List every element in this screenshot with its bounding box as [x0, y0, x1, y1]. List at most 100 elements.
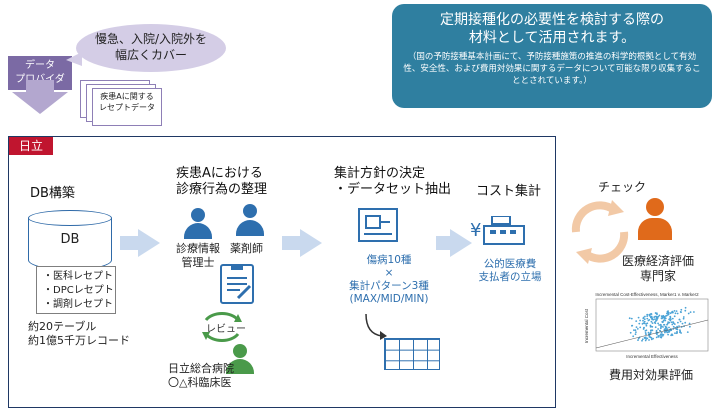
receipt-types-box: ・医科レセプト ・DPCレセプト ・調剤レセプト	[36, 266, 116, 314]
thumbnail-point	[650, 313, 653, 315]
thumbnail-point	[658, 314, 661, 317]
thumbnail-point	[650, 320, 653, 323]
thumbnail-point	[634, 329, 637, 332]
thumbnail-point	[660, 335, 663, 337]
thumbnail-point	[644, 339, 647, 342]
thumbnail-point	[682, 317, 685, 320]
thumbnail-point	[666, 331, 669, 334]
person-head	[646, 198, 664, 216]
person-head	[243, 204, 257, 218]
thumbnail-point	[639, 326, 642, 329]
thumbnail-point	[681, 322, 684, 325]
thumbnail-point	[643, 320, 646, 323]
thumbnail-point	[677, 321, 679, 324]
doc-sheet-front	[92, 88, 162, 126]
thumbnail-point	[647, 319, 650, 322]
thumbnail-point	[646, 317, 649, 320]
thumbnail-point	[657, 328, 659, 330]
thumbnail-point	[687, 312, 690, 315]
callout-main: 定期接種化の必要性を検討する際の 材料として活用されます。	[392, 11, 712, 47]
thumbnail-point	[689, 325, 691, 328]
blueprint-icon	[358, 208, 398, 242]
thumbnail-point	[671, 317, 674, 320]
expert-line2: 専門家	[639, 269, 676, 283]
bubble-line1: 慢急、入院/入院外を	[94, 32, 208, 46]
thumbnail-point	[650, 325, 652, 328]
thumbnail-point	[657, 315, 660, 318]
aggregate-line4: (MAX/MID/MIN)	[349, 293, 429, 305]
flow-arrow-stem	[282, 236, 302, 250]
flow-arrow-icon	[450, 229, 472, 257]
db-stats: 約20テーブル 約1億5千万レコード	[28, 320, 130, 348]
receipt-type: ・調剤レセプト	[43, 299, 113, 310]
thumbnail-point	[666, 312, 669, 314]
thumbnail-point	[642, 319, 644, 322]
step-aggregate-title-line2: ・データセット抽出	[334, 182, 452, 197]
thumbnail-point	[645, 338, 648, 340]
callout-main-line1: 定期接種化の必要性を検討する際の	[440, 12, 664, 28]
step-db-title: DB構築	[30, 186, 75, 201]
thumbnail-point	[658, 335, 660, 337]
docs-label-line2: レセプトデータ	[99, 103, 155, 112]
thumbnail-point	[656, 333, 658, 336]
check-cycle-icon	[571, 200, 629, 264]
thumbnail-point	[678, 325, 680, 327]
cash-register-icon	[482, 215, 530, 246]
thumbnail-point	[661, 317, 664, 319]
receipt-type: ・DPCレセプト	[43, 285, 114, 296]
thumbnail-point	[660, 333, 662, 336]
thumbnail-point	[657, 322, 659, 325]
thumbnail-point	[673, 315, 676, 318]
step-cost-title: コスト集計	[476, 184, 542, 199]
thumbnail-point	[641, 323, 644, 325]
thumbnail-point	[660, 336, 663, 339]
hospital-line2: 〇△科臨床医	[168, 375, 232, 389]
thumbnail-point	[669, 317, 671, 320]
thumbnail-point	[655, 329, 658, 332]
thumbnail-point	[632, 335, 635, 338]
thumbnail-point	[665, 315, 667, 317]
yen-label: ¥	[470, 220, 482, 241]
thumbnail-point	[654, 326, 657, 329]
thumbnail-point	[634, 333, 637, 336]
thumbnail-point	[676, 331, 678, 334]
provider-label-line1: データ	[25, 60, 55, 71]
thumbnail-point	[679, 311, 682, 313]
aggregate-details: 傷病10種 × 集計パターン3種 (MAX/MID/MIN)	[334, 254, 444, 306]
thumbnail-point	[671, 333, 673, 336]
flow-arrow-icon	[138, 229, 160, 257]
thumbnail-point	[646, 313, 649, 316]
thumbnail-point	[630, 317, 633, 320]
thumbnail-point	[641, 339, 643, 342]
thumbnail-point	[674, 332, 676, 335]
thumbnail-point	[667, 310, 669, 312]
receipt-type: ・医科レセプト	[43, 271, 113, 282]
thumbnail-points	[628, 306, 695, 342]
thumbnail-point	[686, 331, 689, 333]
thumbnail-plot-frame	[595, 298, 709, 352]
person-body	[236, 220, 264, 236]
role1-line1: 診療情報	[176, 242, 220, 255]
aggregate-line1: 傷病10種	[366, 254, 412, 266]
hospital-line1: 日立総合病院	[168, 362, 234, 375]
thumbnail-point	[628, 317, 631, 320]
thumbnail-point	[659, 323, 662, 326]
hospital-label: 日立総合病院 〇△科臨床医	[168, 362, 234, 390]
step-organize-title: 疾患Aにおける 診療行為の整理	[176, 166, 267, 198]
step-organize-title-line2: 診療行為の整理	[176, 182, 268, 197]
thumbnail-point	[652, 337, 654, 340]
thumbnail-point	[643, 322, 646, 325]
thumbnail-point	[671, 323, 674, 326]
curved-arrow-icon	[365, 313, 387, 340]
thumbnail-point	[635, 326, 638, 328]
thumbnail-point	[670, 329, 673, 332]
thumbnail-point	[672, 322, 675, 324]
thumbnail-point	[645, 333, 647, 336]
thumbnail-point	[684, 309, 687, 312]
check-label: チェック	[598, 180, 647, 194]
expert-label: 医療経済評価 専門家	[608, 254, 708, 284]
thumbnail-point	[629, 331, 632, 334]
review-cycle-icon	[202, 312, 242, 342]
bubble-line2: 幅広くカバー	[114, 48, 187, 62]
review-label: レビュー	[206, 324, 246, 335]
